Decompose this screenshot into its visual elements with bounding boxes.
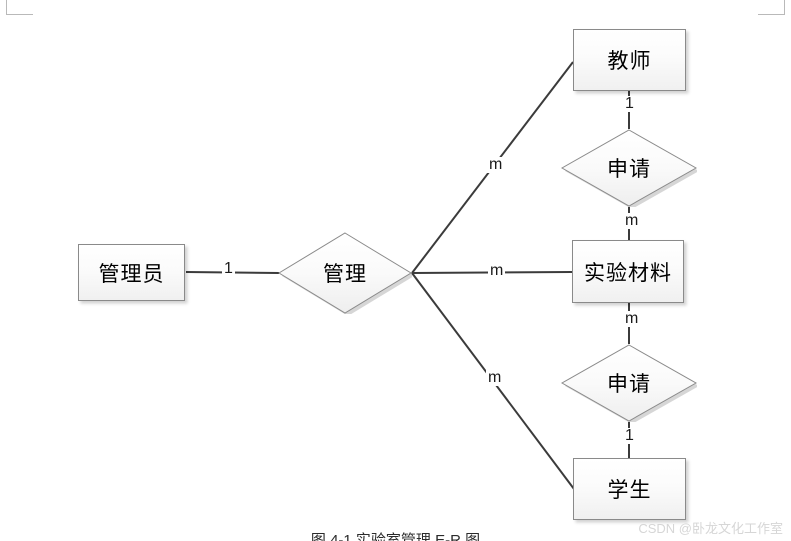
diamond-outline: [561, 129, 697, 207]
entity-label: 学生: [607, 479, 652, 502]
relationship-apply_t[interactable]: 申请: [561, 129, 697, 207]
diamond-shape: [278, 232, 412, 314]
diamond-outline: [561, 344, 697, 422]
relationship-label: 申请: [607, 373, 651, 396]
entity-student[interactable]: 学生: [573, 458, 686, 520]
relationship-apply_s[interactable]: 申请: [561, 344, 697, 422]
relationship-label: 申请: [607, 158, 651, 181]
csdn-watermark: CSDN @卧龙文化工作室: [638, 521, 783, 536]
diamond-shape: [561, 344, 697, 422]
entity-label: 教师: [607, 50, 652, 73]
diamond-outline: [278, 232, 412, 314]
entity-label: 实验材料: [584, 261, 672, 285]
entity-material[interactable]: 实验材料: [572, 240, 684, 303]
cardinality-manage-material: m: [488, 262, 506, 279]
cardinality-apply-material-up: m: [623, 212, 641, 229]
diamond-shape: [561, 129, 697, 207]
relationship-manage[interactable]: 管理: [278, 232, 412, 314]
cardinality-apply-student: 1: [623, 427, 636, 444]
relationship-label: 管理: [323, 263, 367, 286]
cardinality-manage-student: m: [486, 369, 504, 386]
cardinality-teacher-apply: 1: [623, 95, 636, 112]
cardinality-manage-teacher: m: [487, 156, 505, 173]
entity-label: 管理员: [98, 262, 165, 286]
entity-admin[interactable]: 管理员: [78, 244, 185, 301]
entity-teacher[interactable]: 教师: [573, 29, 686, 91]
cardinality-material-apply-dn: m: [623, 310, 641, 327]
cardinality-admin-manage: 1: [222, 260, 235, 277]
figure-caption: 图 4-1 实验室管理 E-R 图: [310, 532, 481, 541]
